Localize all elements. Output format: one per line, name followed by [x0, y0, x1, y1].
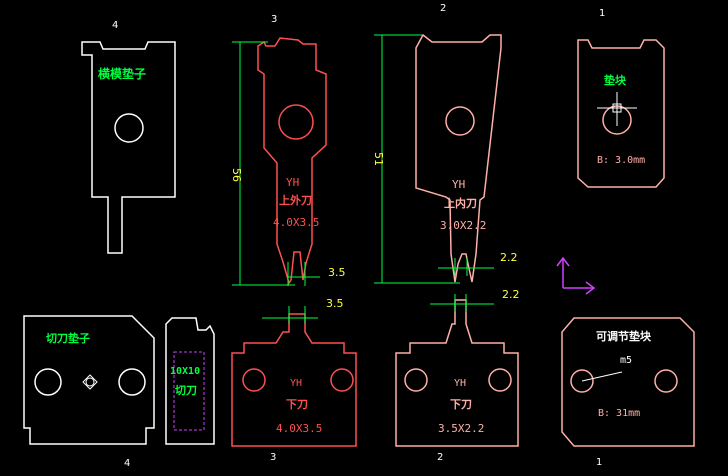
shim-top-cross-box	[612, 103, 622, 113]
upper-outer-knife-part: YH 上外刀 4.0X3.5	[257, 37, 327, 285]
ucs-axis-icon	[556, 256, 596, 295]
adjustable-shim-leader	[581, 371, 623, 382]
dim-3-5-upper-text: 3.5	[328, 266, 346, 279]
part-number-top-2: 2	[440, 3, 446, 14]
ucs-axis-x-arrow	[585, 281, 596, 295]
part-number-bottom-3: 3	[270, 452, 276, 463]
upper-outer-knife-outline	[257, 37, 327, 285]
cutter-side-outline	[165, 317, 215, 445]
ucs-axis-y-arrow	[556, 256, 570, 267]
lower-knife-3-part: YH 下刀 4.0X3.5	[231, 313, 357, 447]
part-number-bottom-1: 1	[596, 457, 602, 468]
adjustable-shim-screw: m5	[620, 355, 632, 366]
adjustable-shim-hole-left	[570, 369, 594, 393]
cutter-pad-center-hole	[85, 377, 95, 387]
lower-knife-3-outline	[231, 313, 357, 447]
shim-top-part: 垫块 B: 3.0mm	[577, 39, 665, 188]
upper-inner-knife-size: 3.0X2.2	[440, 219, 486, 232]
dimension-56: 56	[230, 41, 295, 286]
cutter-pad-hole-left	[34, 368, 62, 396]
lower-knife-3-hole-right	[330, 368, 354, 392]
part-number-bottom-2: 2	[437, 452, 443, 463]
cross-pad-hole	[114, 113, 144, 143]
dimension-3-5-upper: 3.5	[287, 262, 346, 286]
upper-inner-knife-outline	[415, 33, 502, 283]
shim-top-outline	[577, 39, 665, 188]
cutter-side-name: 切刀	[175, 384, 197, 397]
lower-knife-3-size: 4.0X3.5	[276, 422, 322, 435]
lower-knife-2-name: 下刀	[450, 398, 472, 411]
dim-51-text: 51	[372, 152, 385, 166]
cutter-side-dashed	[173, 351, 205, 431]
cutter-side-size: 10X10	[170, 366, 200, 377]
dim-2-2-lower-text: 2.2	[502, 288, 520, 301]
adjustable-shim-outline	[561, 317, 695, 447]
lower-knife-2-outline	[395, 299, 519, 447]
adjustable-shim-hole-right	[654, 369, 678, 393]
dim-2-2-upper-text: 2.2	[500, 251, 518, 264]
part-number-top-1: 1	[599, 8, 605, 19]
cross-pad-part: 横模垫子	[81, 41, 176, 254]
upper-inner-knife-name: 上内刀	[444, 196, 477, 210]
lower-knife-2-brand: YH	[454, 378, 466, 389]
lower-knife-2-size: 3.5X2.2	[438, 422, 484, 435]
adjustable-shim-part: 可调节垫块 m5 B: 31mm	[561, 317, 695, 447]
cutter-pad-center-mark	[82, 374, 98, 390]
lower-knife-3-brand: YH	[290, 378, 302, 389]
upper-inner-knife-brand: YH	[452, 178, 465, 191]
dimension-2-2-lower: 2.2	[430, 288, 520, 312]
dim-3-5-lower-text: 3.5	[326, 297, 344, 310]
adjustable-shim-thickness: B: 31mm	[598, 408, 640, 419]
upper-inner-knife-hole	[445, 106, 475, 136]
upper-outer-knife-name: 上外刀	[279, 193, 312, 207]
upper-outer-knife-size: 4.0X3.5	[273, 216, 319, 229]
upper-outer-knife-hole	[278, 104, 314, 140]
shim-top-thickness: B: 3.0mm	[597, 155, 645, 166]
cutter-pad-hole-right	[118, 368, 146, 396]
cross-pad-outline	[81, 41, 176, 254]
part-number-top-3: 3	[271, 14, 277, 25]
cutter-pad-outline	[23, 315, 155, 445]
lower-knife-2-hole-left	[404, 368, 428, 392]
lower-knife-2-part: YH 下刀 3.5X2.2	[395, 299, 519, 447]
adjustable-shim-name: 可调节垫块	[596, 329, 652, 343]
cross-pad-label: 横模垫子	[98, 66, 146, 81]
part-number-top-4: 4	[112, 20, 118, 31]
cutter-pad-label: 切刀垫子	[46, 331, 90, 345]
lower-knife-3-hole-left	[242, 368, 266, 392]
lower-knife-2-hole-right	[488, 368, 512, 392]
upper-inner-knife-part: YH 上内刀 3.0X2.2	[415, 33, 502, 283]
dimension-3-5-lower: 3.5	[262, 297, 344, 324]
cutter-pad-part: 切刀垫子	[23, 315, 155, 445]
dim-56-text: 56	[230, 168, 243, 182]
dimension-51: 51	[372, 34, 460, 284]
upper-outer-knife-brand: YH	[286, 176, 299, 189]
shim-top-name: 垫块	[604, 73, 627, 87]
part-number-bottom-4: 4	[124, 458, 130, 469]
dimension-2-2-upper: 2.2	[438, 251, 518, 276]
cutter-side-part: 10X10 切刀	[165, 317, 215, 445]
lower-knife-3-name: 下刀	[286, 398, 308, 411]
